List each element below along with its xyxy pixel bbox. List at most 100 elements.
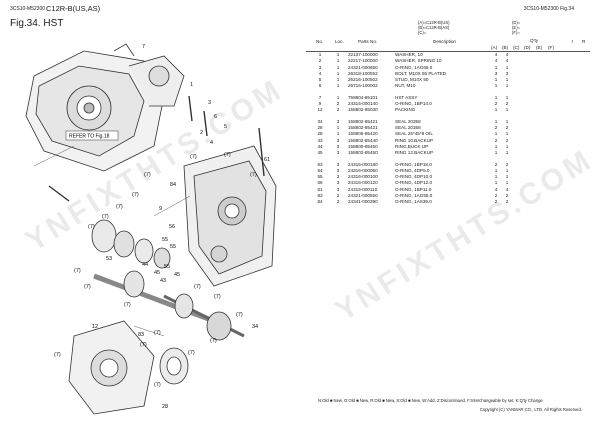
condition-b: (B)=C12R-B(AS) — [418, 25, 450, 30]
qty-b: 1 — [505, 180, 509, 186]
callout: (7) — [132, 192, 139, 198]
ref-no: 4 — [318, 70, 322, 76]
callout: (7) — [88, 224, 95, 230]
callout: 7 — [142, 44, 145, 50]
col-loc: Loc. — [335, 39, 344, 44]
location: 3 — [336, 143, 340, 149]
qty-col-a: (A) — [491, 45, 498, 50]
qty-a: 1 — [494, 107, 498, 113]
qty-col-f: (F) — [548, 45, 554, 50]
parts-number: 24315-000110 — [348, 186, 378, 192]
qty-b: 1 — [505, 143, 509, 149]
description: STUD, M10X 50 — [395, 77, 429, 82]
ref-no: 84 — [317, 199, 323, 205]
qty-a: 1 — [494, 94, 498, 100]
location: 2 — [336, 199, 340, 205]
qty-a: 1 — [494, 143, 498, 149]
callout: 34 — [252, 324, 258, 330]
qty-a: 1 — [494, 180, 498, 186]
qty-a: 2 — [494, 192, 498, 198]
ref-no: 61 — [317, 186, 323, 192]
description: WASHER, 10 — [395, 52, 423, 57]
ref-no: 9 — [318, 101, 322, 107]
ref-no: 1 — [318, 52, 322, 57]
parts-number: 22137-100000 — [348, 52, 378, 57]
ref-no: 28 — [317, 125, 323, 131]
location: 1 — [336, 64, 340, 70]
ref-no: 12 — [317, 107, 323, 113]
qty-b: 1 — [505, 94, 509, 100]
ref-no: 45 — [317, 150, 323, 156]
location: 3 — [336, 167, 340, 173]
parts-number: 158802-85421 — [348, 125, 378, 131]
parts-number: 24321-000650 — [348, 64, 378, 70]
description: SEAL 20358 — [395, 125, 421, 131]
location: 2 — [336, 101, 340, 107]
condition-f: (F)= — [512, 30, 520, 35]
location: 1 — [336, 94, 340, 100]
col-i: I — [572, 39, 574, 44]
qty-b: 2 — [505, 199, 509, 205]
parts-number: 24316-000120 — [348, 180, 378, 186]
qty-a: 1 — [494, 174, 498, 180]
qty-b: 2 — [505, 125, 509, 131]
callout: 3 — [208, 100, 211, 106]
parts-number: 26318-100552 — [348, 70, 378, 76]
parts-number: 22217-100000 — [348, 58, 378, 64]
callout: (7) — [116, 204, 123, 210]
description: O-RING, 1AG65.0 — [395, 64, 433, 70]
ref-no: 3 — [318, 64, 322, 70]
location: 3 — [336, 186, 340, 192]
qty-b: 2 — [505, 137, 509, 143]
callout: 4 — [210, 140, 213, 146]
callout: 55 — [170, 244, 176, 250]
parts-number: 158800-85450 — [348, 143, 378, 149]
parts-number: 24321-000550 — [348, 192, 378, 198]
callout: (7) — [144, 172, 151, 178]
qty-a: 1 — [494, 118, 498, 124]
callout: (7) — [188, 350, 195, 356]
qty-a: 2 — [494, 137, 498, 143]
description: SEAL 25*45*8 OIL — [395, 131, 433, 137]
qty-b: 4 — [505, 186, 509, 192]
description: O-RING, 1AG55.0 — [395, 192, 433, 198]
ref-no: 55 — [317, 174, 323, 180]
qty-b: 1 — [505, 77, 509, 82]
ref-no: 53 — [317, 161, 323, 167]
hst-exploded-diagram: REFER TO Fig.18 7 1 3 2 6 5 4 (7) (7) 61… — [25, 43, 277, 415]
qty-a: 2 — [494, 125, 498, 131]
ref-no: 43 — [317, 137, 323, 143]
qty-b: 2 — [505, 192, 509, 198]
qty-col-c: (C) — [513, 45, 520, 50]
description: O-RING, 4DP10.0 — [395, 174, 433, 180]
qty-a: 1 — [494, 83, 498, 89]
callout: 44 — [142, 262, 148, 268]
condition-a: (A)=C12R-B(US) — [418, 20, 450, 25]
callout: (7) — [102, 214, 109, 220]
col-parts-no: Parts No. — [358, 39, 378, 44]
description: O-RING, 1AS39.0 — [395, 199, 432, 205]
description: NUT, M10 — [395, 83, 416, 89]
